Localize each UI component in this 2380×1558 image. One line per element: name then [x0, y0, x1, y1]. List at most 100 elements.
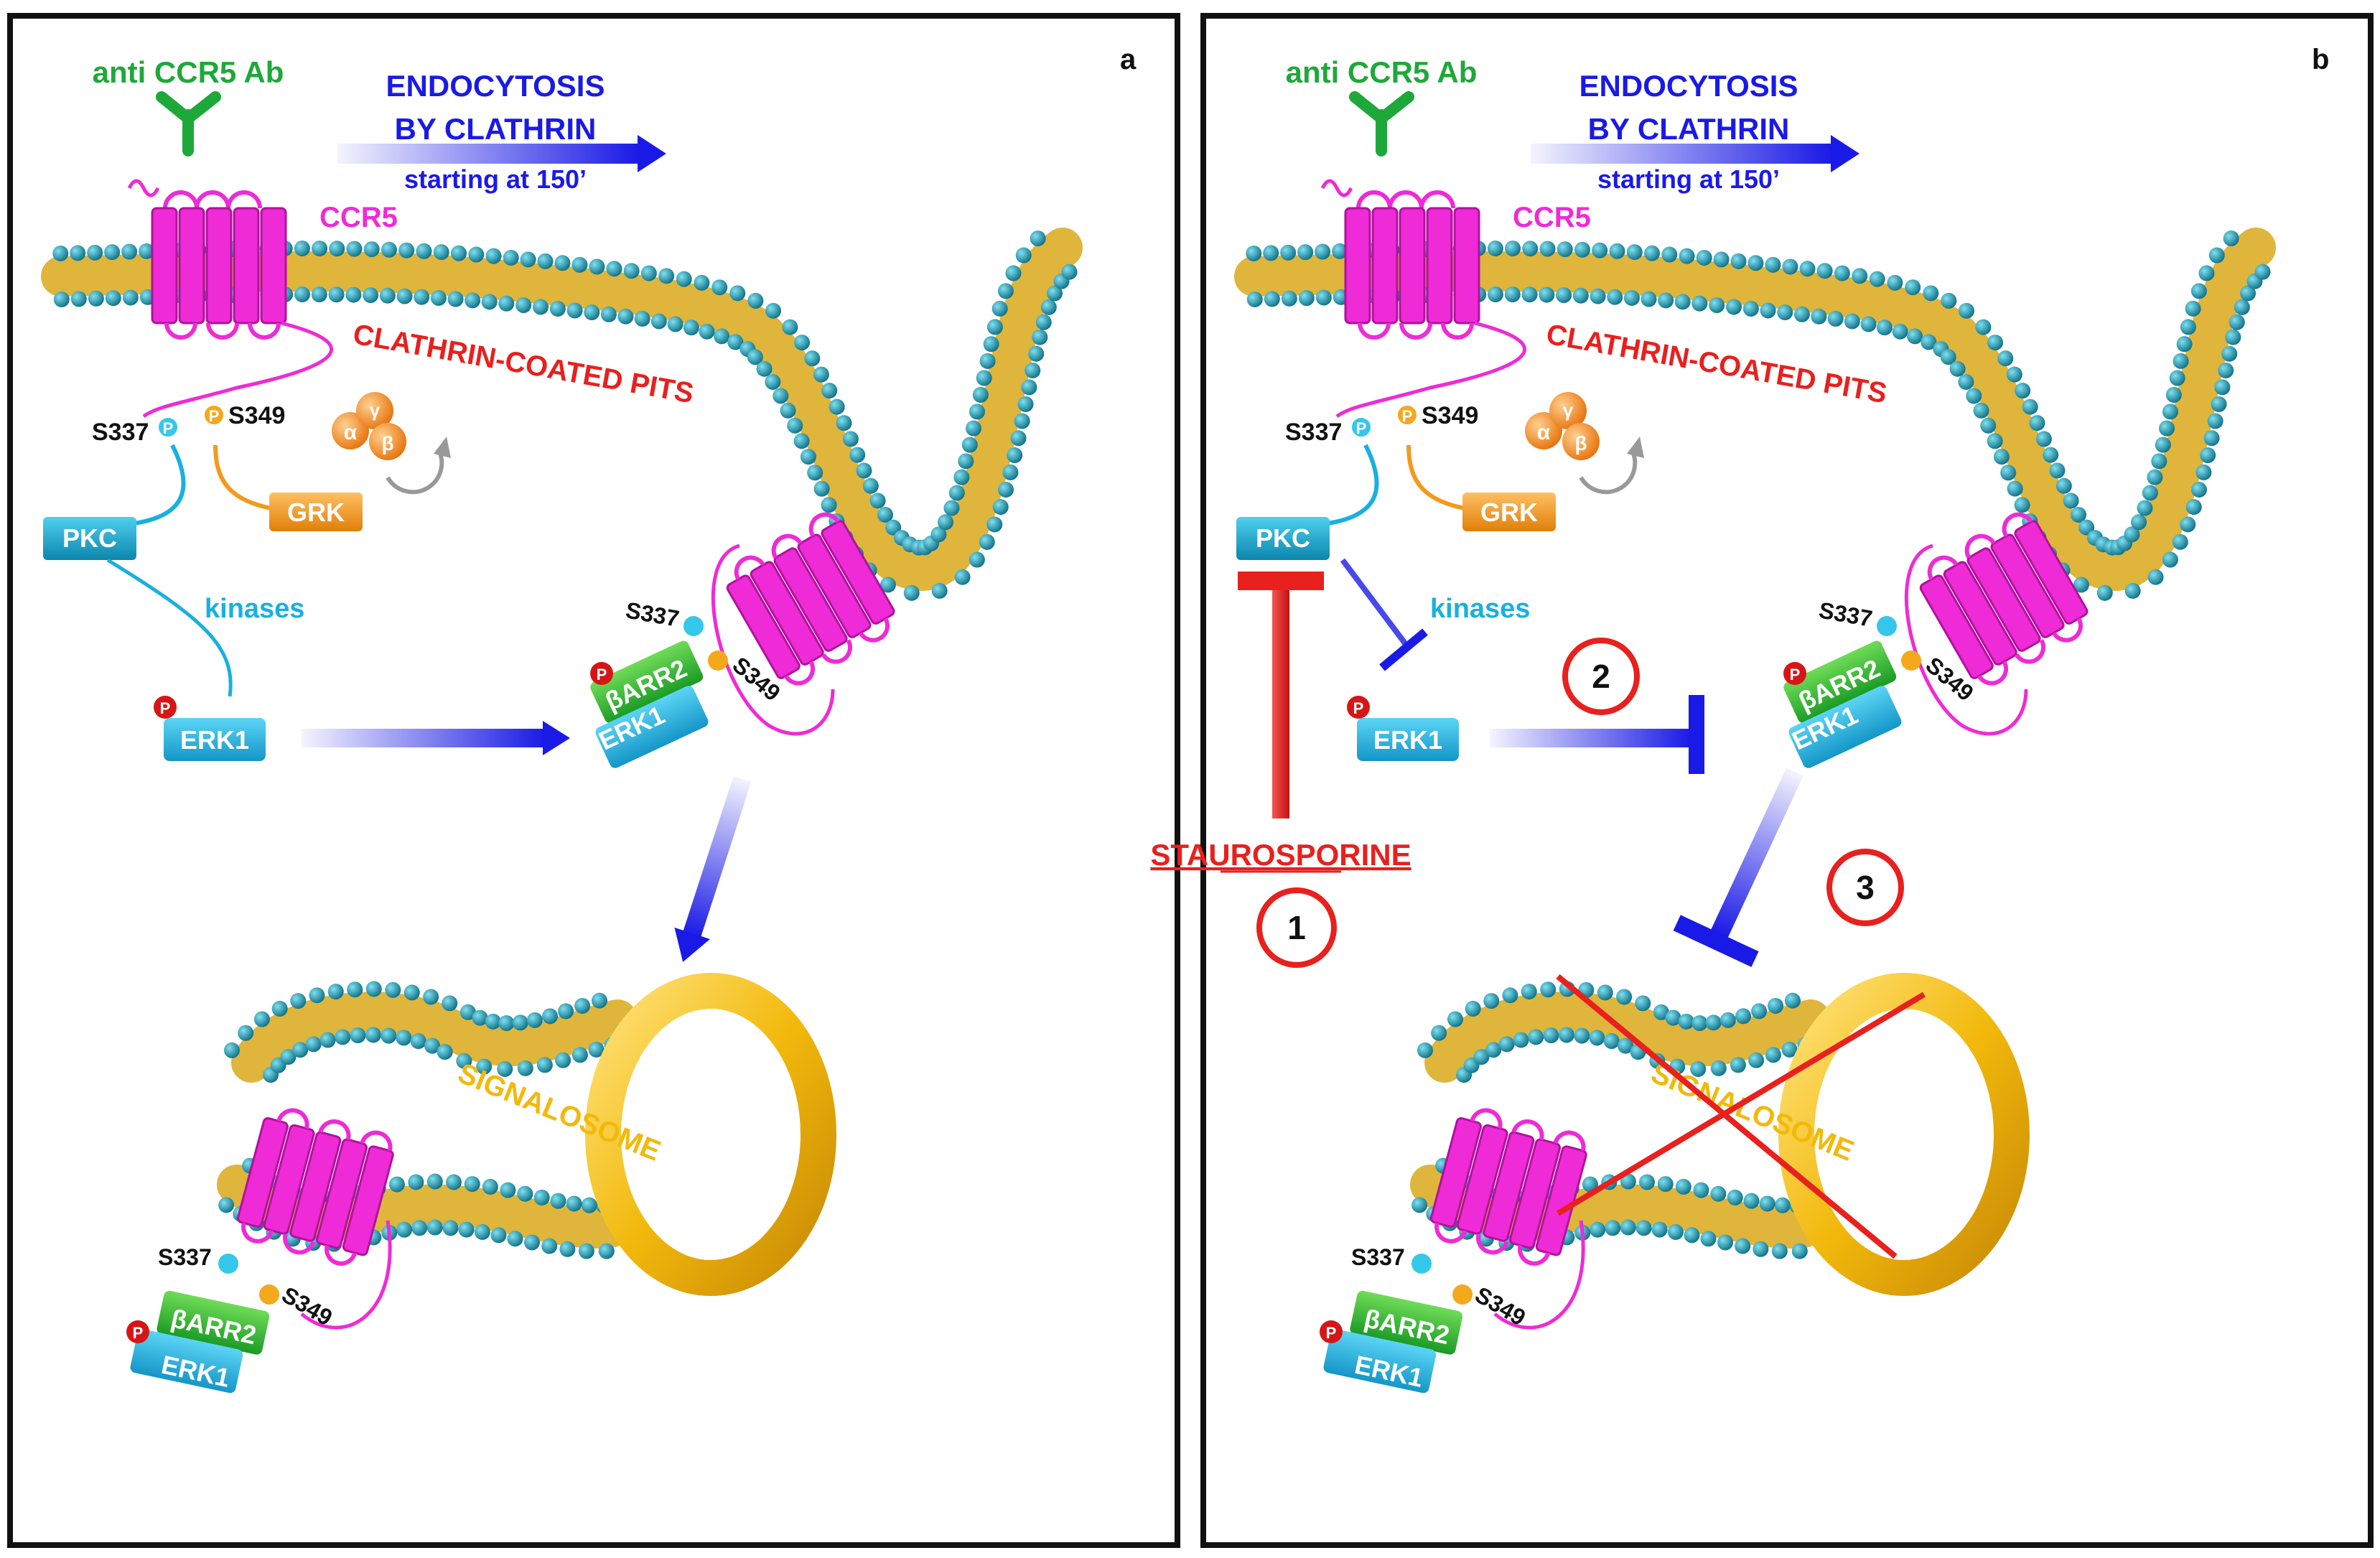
lipid-head: [1521, 286, 1538, 303]
lipid-head: [2124, 582, 2141, 599]
lipid-head: [1504, 286, 1521, 303]
lipid-head: [1620, 1219, 1636, 1236]
s337-label: S337: [1285, 419, 1342, 446]
phospho-s337-icon: [1350, 416, 1372, 438]
clathrin-pits-label: CLATHRIN-COATED PITS: [350, 319, 696, 410]
lipid-head: [2173, 353, 2189, 369]
lipid-head: [363, 241, 380, 258]
lipid-head: [403, 984, 420, 1001]
lipid-head: [476, 1058, 493, 1075]
complex-phospho-erk-p: P: [1790, 666, 1801, 684]
lipid-head: [1765, 1047, 1781, 1063]
lipid-head: [606, 261, 622, 277]
lipid-head: [1590, 1221, 1606, 1238]
lipid-head: [2203, 430, 2220, 447]
signalosome-s337-label: S337: [1351, 1244, 1405, 1270]
lipid-head: [2022, 398, 2038, 415]
lipid-head: [456, 1053, 472, 1069]
lipid-head: [2221, 345, 2238, 362]
signalosome-phospho-s349-icon: [1452, 1284, 1473, 1305]
lipid-head: [2214, 379, 2231, 396]
lipid-head: [1522, 241, 1539, 257]
lipid-head: [991, 300, 1008, 317]
lipid-head: [2234, 299, 2250, 315]
lipid-head: [1709, 297, 1725, 314]
lipid-head: [1923, 285, 1939, 302]
lipid-head: [1719, 1012, 1736, 1028]
lipid-head: [1047, 285, 1063, 302]
lipid-head: [600, 306, 617, 322]
lipid-head: [997, 283, 1014, 299]
lipid-head: [1747, 255, 1764, 271]
lipid-head: [879, 577, 896, 593]
lipid-head: [578, 1243, 594, 1259]
lipid-head: [2006, 366, 2022, 383]
erk-inhibit-bar: [1689, 695, 1704, 774]
lipid-head: [2147, 569, 2164, 585]
lipid-head: [312, 241, 328, 257]
lipid-head: [1263, 245, 1279, 261]
signalosome-s337-label: S337: [158, 1244, 212, 1270]
lipid-head: [411, 1220, 428, 1236]
lipid-head: [365, 1027, 381, 1043]
lipid-head: [729, 285, 746, 302]
signalosome-ring: [1778, 973, 2030, 1296]
lipid-head: [1705, 1014, 1722, 1031]
lipid-head: [836, 415, 852, 432]
lipid-head: [1618, 1037, 1634, 1054]
lipid-head: [2035, 431, 2052, 447]
lipid-head: [1040, 299, 1057, 315]
phospho-s349-icon: [203, 404, 225, 426]
lipid-head: [70, 245, 86, 261]
lipid-head: [1742, 300, 1759, 317]
lipid-head: [426, 1173, 443, 1190]
lipid-head: [1735, 1238, 1751, 1254]
lipid-head: [363, 287, 379, 304]
lipid-head: [571, 256, 588, 273]
erk1-label: ERK1: [1373, 725, 1442, 755]
lipid-head: [1777, 304, 1793, 321]
lipid-head: [555, 1052, 571, 1068]
kinases-label: kinases: [205, 594, 304, 624]
lipid-head: [1781, 1041, 1798, 1058]
lipid-head: [424, 1037, 441, 1054]
lipid-head: [379, 287, 396, 304]
lipid-head: [1765, 256, 1781, 273]
lipid-head: [1693, 1182, 1709, 1198]
lipid-head: [765, 373, 781, 390]
lipid-head: [1940, 349, 1956, 365]
kinases-label: kinases: [1430, 594, 1530, 624]
lipid-head: [2180, 319, 2196, 335]
lipid-head: [1281, 290, 1297, 307]
lipid-head: [1730, 1057, 1746, 1073]
lipid-head: [581, 1197, 597, 1213]
lipid-head: [1002, 464, 1019, 480]
lipid-head: [2015, 383, 2031, 399]
lipid-head: [347, 981, 363, 998]
lipid-head: [813, 480, 830, 497]
lipid-head: [1641, 291, 1657, 307]
lipid-head: [958, 453, 974, 470]
signalosome-ring: [585, 973, 836, 1296]
lipid-head: [2207, 413, 2223, 429]
lipid-head: [2190, 283, 2207, 299]
lipid-head: [2240, 285, 2257, 302]
lipid-head: [813, 366, 829, 383]
lipid-head: [238, 1025, 254, 1041]
lipid-head: [105, 290, 121, 307]
lipid-head: [442, 995, 458, 1012]
lipid-head: [1869, 271, 1885, 287]
lipid-head: [396, 1221, 413, 1238]
lipid-head: [1784, 992, 1801, 1009]
lipid-head: [1032, 329, 1048, 345]
lipid-head: [1539, 286, 1555, 303]
lipid-head: [139, 243, 155, 259]
lipid-head: [1015, 247, 1032, 263]
lipid-head: [640, 265, 657, 281]
s337-label: S337: [92, 419, 149, 446]
lipid-head: [2055, 477, 2072, 494]
phospho-s349-icon: [1396, 404, 1418, 426]
lipid-head: [1657, 1176, 1674, 1193]
lipid-head: [2195, 464, 2212, 480]
pkc-label: PKC: [1256, 523, 1310, 553]
